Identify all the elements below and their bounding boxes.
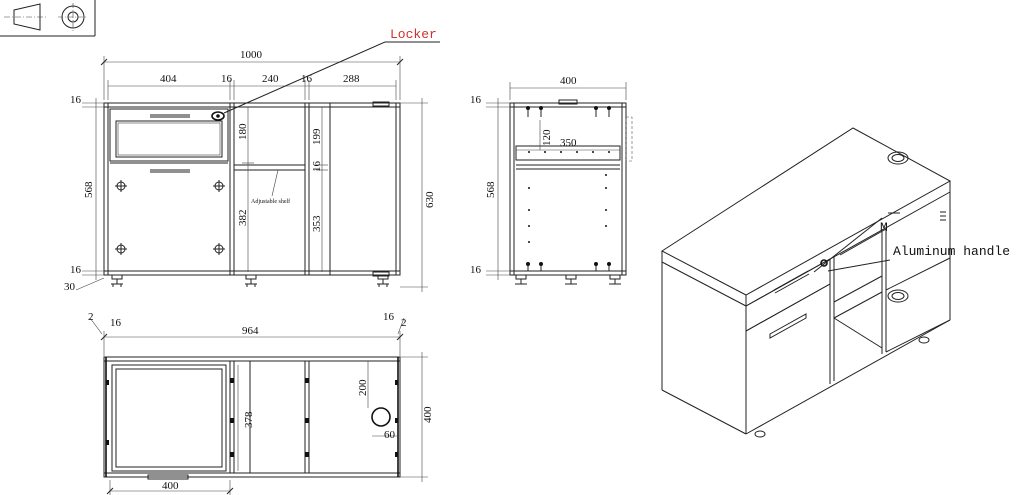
dim-mid-lower: 382 bbox=[237, 210, 249, 227]
aluminum-handle-callout: Aluminum handle bbox=[893, 244, 1010, 259]
dim-plan-inner-width: 964 bbox=[242, 325, 259, 337]
dim-right-upper: 199 bbox=[311, 128, 323, 145]
dim-plan-gap-l: 2 bbox=[88, 311, 94, 323]
grommet-icon bbox=[887, 151, 909, 303]
plan-view: 964 2 16 16 2 200 bbox=[88, 311, 434, 495]
hardware-marks bbox=[106, 378, 398, 457]
dim-side-drawer-h: 120 bbox=[541, 129, 553, 146]
lock-icon bbox=[211, 111, 225, 121]
dim-plan-hole-dia: 60 bbox=[384, 429, 396, 441]
dim-plan-gap-r: 2 bbox=[401, 317, 407, 329]
dim-side-depth: 400 bbox=[560, 75, 577, 87]
dim-overall-height: 630 bbox=[424, 191, 436, 208]
dim-plan-thk-r: 16 bbox=[383, 311, 395, 323]
dim-bottom-thk: 16 bbox=[70, 264, 82, 276]
dim-left-height: 568 bbox=[83, 181, 95, 198]
projection-symbol bbox=[0, 0, 96, 37]
dim-side-top-thk: 16 bbox=[470, 94, 482, 106]
dim-shelf-thk: 16 bbox=[311, 161, 323, 173]
dim-mid-upper: 180 bbox=[237, 123, 249, 140]
dim-seg-right: 288 bbox=[343, 73, 360, 85]
dim-plan-thk-l: 16 bbox=[110, 317, 122, 329]
dim-plinth: 30 bbox=[64, 281, 76, 293]
locker-callout: Locker bbox=[390, 27, 437, 42]
lock-icon-iso bbox=[820, 259, 828, 267]
m-callout: M bbox=[880, 220, 888, 235]
cable-hole-icon bbox=[371, 407, 391, 427]
adjustable-shelf-note: Adjustable shelf bbox=[251, 198, 290, 205]
dim-plan-drawer-width: 400 bbox=[162, 480, 179, 492]
dim-plan-hole-offset: 200 bbox=[357, 379, 369, 396]
leveling-feet bbox=[111, 274, 389, 287]
truncated-cone-icon bbox=[4, 3, 46, 31]
dim-overall-width: 1000 bbox=[240, 49, 263, 61]
isometric-view: M Aluminum handle bbox=[661, 127, 1010, 438]
dim-plan-drawer-depth: 378 bbox=[243, 411, 255, 428]
dim-right-lower: 353 bbox=[311, 215, 323, 232]
circle-target-icon bbox=[58, 3, 88, 32]
dim-side-bottom-thk: 16 bbox=[470, 264, 482, 276]
hinge-icon bbox=[115, 180, 225, 255]
shelf-pin-holes bbox=[528, 151, 610, 243]
front-elevation: Adjustable shelf 1000 404 16 240 16 288 bbox=[64, 27, 440, 293]
side-elevation: 400 16 16 568 120 350 bbox=[470, 75, 633, 285]
dim-top-thk: 16 bbox=[70, 94, 82, 106]
dim-plan-depth: 400 bbox=[422, 406, 434, 423]
dim-side-drawer-w: 350 bbox=[560, 137, 577, 149]
dim-seg-mid: 240 bbox=[262, 73, 279, 85]
dim-seg-left: 404 bbox=[160, 73, 177, 85]
dim-seg-t1: 16 bbox=[221, 73, 233, 85]
dim-side-height: 568 bbox=[485, 181, 497, 198]
dim-seg-t2: 16 bbox=[301, 73, 313, 85]
